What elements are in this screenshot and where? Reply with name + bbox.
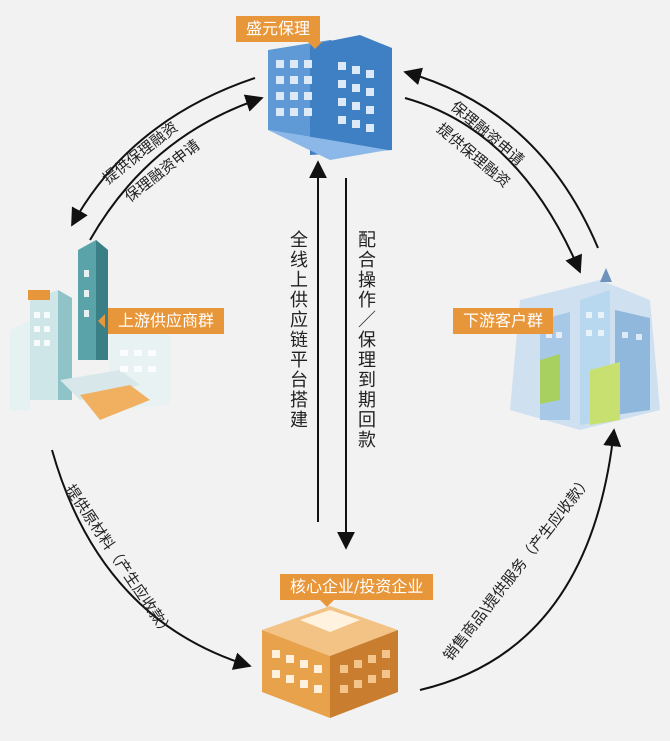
node-label-core-enterprise: 核心企业/投资企业: [280, 574, 434, 607]
arrow-provide-raw-materials: [51, 449, 252, 670]
edge-label-platform-build: 全线上供应链平台搭建: [287, 230, 308, 430]
node-label-downstream-customers: 下游客户群: [453, 308, 554, 334]
arrow-provide-financing-to-downstream: [403, 67, 599, 249]
arrow-sell-goods-provide-services: [419, 428, 622, 691]
arrow-provide-financing-to-upstream: [71, 77, 256, 227]
node-label-upstream-suppliers: 上游供应商群: [97, 308, 225, 334]
core-enterprise-building-illustration: [262, 606, 398, 718]
node-label-shengyuan-factoring: 盛元保理: [236, 16, 323, 49]
downstream-city-illustration: [510, 268, 660, 430]
edge-label-cooperation-repayment: 配合操作／保理到期回款: [355, 230, 376, 450]
arrow-upstream-apply-financing: [89, 94, 264, 241]
upstream-city-illustration: [10, 240, 170, 420]
arrow-downstream-apply-financing: [404, 97, 582, 274]
top-building-illustration: [268, 35, 392, 160]
